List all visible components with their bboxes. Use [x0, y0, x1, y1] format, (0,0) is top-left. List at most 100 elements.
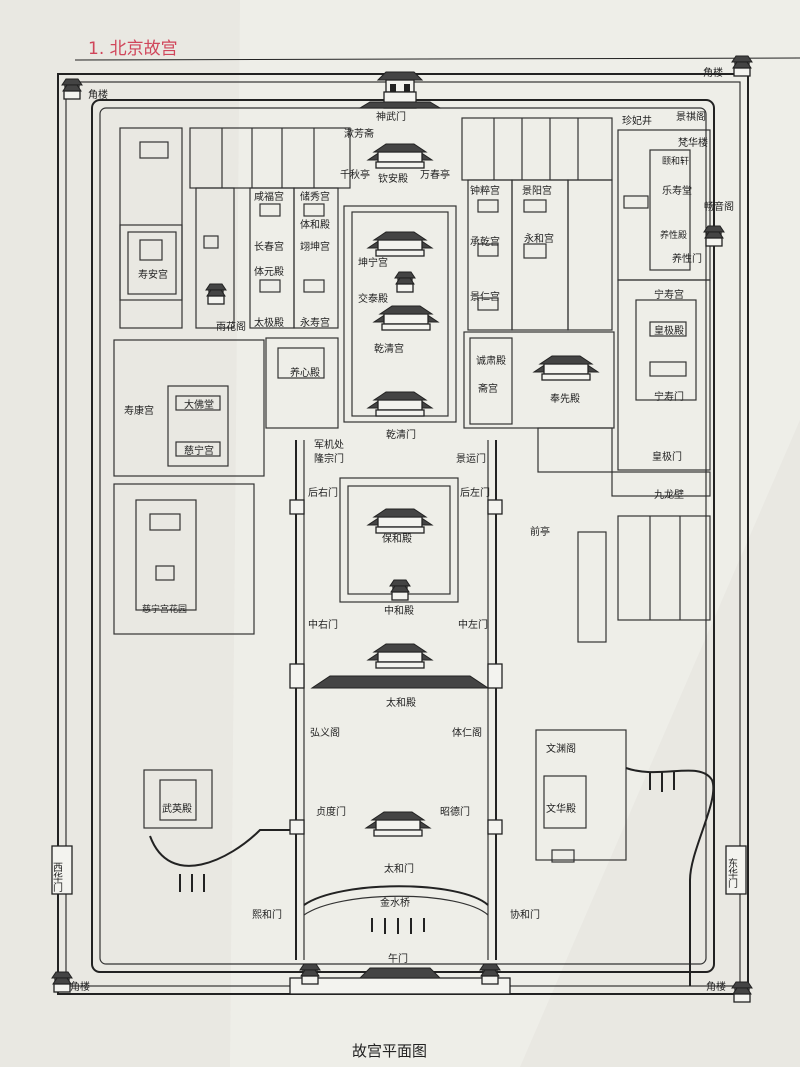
changyinge-stage: [703, 225, 725, 247]
label-changyinge: 畅音阁: [704, 200, 734, 213]
wumen-que-west: [299, 963, 321, 985]
label-zhenfeijing: 珍妃井: [622, 114, 652, 127]
label-jiaotaidian: 交泰殿: [358, 292, 388, 305]
label-changchungong: 长春宫: [254, 240, 284, 253]
wumen-que-east: [479, 963, 501, 985]
label-taijidian: 太极殿: [254, 316, 284, 329]
label-dafotang: 大佛堂: [184, 398, 214, 411]
label-tiyuandian: 体元殿: [254, 266, 284, 278]
map-title: 1. 北京故宫: [74, 39, 800, 61]
label-ningshoumen: 宁寿门: [654, 390, 684, 403]
label-junjichu: 军机处: [314, 438, 344, 451]
label-tirenge: 体仁阁: [452, 726, 482, 739]
map-title-text: 1. 北京故宫: [88, 39, 178, 59]
corner-tower-nw: [61, 78, 83, 100]
label-wuyingdian: 武英殿: [162, 802, 192, 815]
northwest-courts: [119, 127, 351, 329]
map-caption: 故宫平面图: [352, 1042, 427, 1060]
label-fanhualou: 梵华楼: [678, 136, 708, 149]
zhonghedian-hall: [389, 579, 411, 601]
label-jinshuiqiao: 金水桥: [380, 896, 410, 909]
label-yangxingmen: 养性门: [672, 252, 702, 265]
corner-tower-se: [731, 981, 753, 1003]
label-zhendumen: 贞度门: [316, 805, 346, 818]
label-longzongmen: 隆宗门: [314, 452, 344, 465]
label-jingyanggong: 景阳宫: [522, 184, 552, 197]
label-wumen: 午门: [388, 952, 408, 965]
corner-tower-sw: [51, 971, 73, 993]
label-wenhuadian: 文华殿: [546, 802, 576, 815]
label-jingqige: 景祺阁: [676, 110, 706, 123]
label-fengxiandian: 奉先殿: [550, 392, 580, 405]
label-qianqingmen: 乾清门: [386, 428, 416, 441]
wenhua-complex: [535, 729, 627, 863]
label-yikungong: 翊坤宫: [300, 240, 330, 253]
label-qianting: 前亭: [530, 525, 550, 538]
label-zhonghedian: 中和殿: [384, 604, 414, 617]
label-leshoutang: 乐寿堂: [662, 184, 692, 197]
label-yonghegong: 永和宫: [524, 232, 554, 245]
east-six-palaces: [461, 117, 613, 331]
label-chengsudian: 诚肃殿: [476, 355, 506, 367]
label-zhaodemen: 昭德门: [440, 805, 470, 818]
label-jiaolou-ne: 角楼: [703, 66, 723, 79]
label-chuxiugong: 储秀宫: [300, 190, 330, 203]
label-cininggong: 慈宁宫: [184, 444, 214, 457]
wuying-complex: [143, 769, 213, 829]
label-yuhuage: 雨花阁: [216, 320, 246, 333]
label-hongyige: 弘义阁: [310, 726, 340, 739]
label-zhongcuigong: 钟粹宫: [470, 184, 500, 197]
label-jingrengong: 景仁宫: [470, 290, 500, 303]
jinshui-river: [303, 885, 489, 906]
label-houyoumen: 后右门: [308, 486, 338, 499]
label-shenwumen: 神武门: [376, 110, 406, 123]
label-zhongzuomen: 中左门: [458, 618, 488, 631]
label-shouangong: 寿安宫: [138, 268, 168, 281]
label-jiaolou-se: 角楼: [706, 980, 726, 993]
yuhuage-pavilion: [205, 283, 227, 305]
label-taihedian: 太和殿: [386, 696, 416, 709]
wumen-gate: [289, 967, 511, 995]
label-xiehemen: 协和门: [510, 908, 540, 921]
label-yangxingdian: 养性殿: [660, 229, 687, 241]
label-jingyunmen: 景运门: [456, 452, 486, 465]
label-jiulongbi: 九龙壁: [654, 488, 684, 501]
label-qianqinggong: 乾清宫: [374, 342, 404, 355]
label-xihemen: 熙和门: [252, 908, 282, 921]
label-wanchunting: 万春亭: [420, 168, 450, 181]
label-donghuamen: 东华门: [726, 857, 738, 889]
corner-tower-ne: [731, 55, 753, 77]
label-qinandian: 钦安殿: [378, 172, 408, 185]
label-baohedian: 保和殿: [382, 532, 412, 545]
outer-court-walls: [289, 440, 503, 960]
label-zhongyoumen: 中右门: [308, 618, 338, 631]
label-jiaolou-nw: 角楼: [88, 88, 108, 101]
ningshou-complex: [611, 129, 711, 621]
label-huangjimen: 皇极门: [652, 450, 682, 463]
label-taihemen: 太和门: [384, 862, 414, 875]
west-courts: [113, 337, 339, 635]
donghuamen-gate: [725, 845, 747, 895]
label-yangxindian: 养心殿: [290, 366, 320, 379]
label-jiaolou-sw: 角楼: [70, 980, 90, 993]
label-cininggonghuayuan: 慈宁宫花园: [142, 603, 187, 615]
label-shufangzhai: 漱芳斋: [344, 127, 374, 140]
label-chengqiangong: 承乾宫: [470, 235, 500, 248]
label-xianfugong: 咸福宫: [254, 190, 284, 203]
label-zhaigong: 斋宫: [478, 382, 498, 395]
label-wenyuange: 文渊阁: [546, 742, 576, 755]
label-houzuomen: 后左门: [460, 486, 490, 499]
label-huangjidian: 皇极殿: [654, 324, 684, 337]
xihuamen-gate: [51, 845, 73, 895]
label-kunninggong: 坤宁宫: [358, 256, 388, 269]
jiaotaidian-hall: [394, 271, 416, 293]
label-ningshougong: 宁寿宫: [654, 288, 684, 301]
label-shoukanggong: 寿康宫: [124, 404, 154, 417]
label-qianqiuting: 千秋亭: [340, 168, 370, 181]
label-yuhexuan: 颐和轩: [662, 155, 689, 167]
label-yongshougong: 永寿宫: [300, 316, 330, 329]
label-tihedian: 体和殿: [300, 219, 330, 231]
label-xihuamen: 西华门: [51, 862, 63, 893]
east-middle-courts: [463, 331, 615, 643]
